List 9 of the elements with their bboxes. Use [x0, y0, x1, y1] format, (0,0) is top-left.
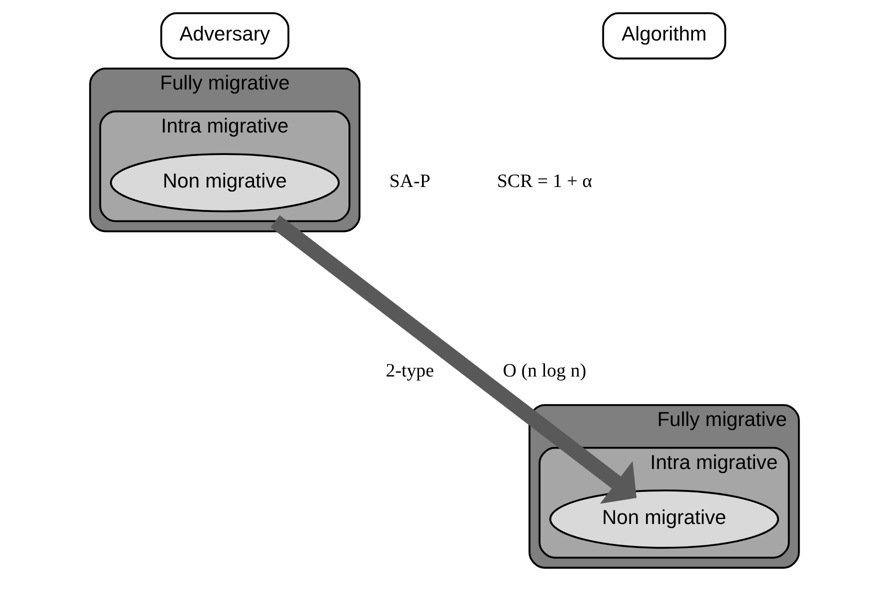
- label: O (n log n): [502, 360, 586, 382]
- label: SCR = 1 + α: [496, 171, 592, 192]
- node-ellipse: Non migrative: [548, 490, 779, 549]
- label: 2-type: [385, 360, 434, 382]
- node-box: Adversary: [160, 12, 289, 60]
- node-box: Algorithm: [602, 12, 726, 60]
- node-ellipse: Non migrative: [109, 153, 340, 212]
- arrow: [270, 215, 636, 504]
- label: SA-P: [388, 171, 430, 192]
